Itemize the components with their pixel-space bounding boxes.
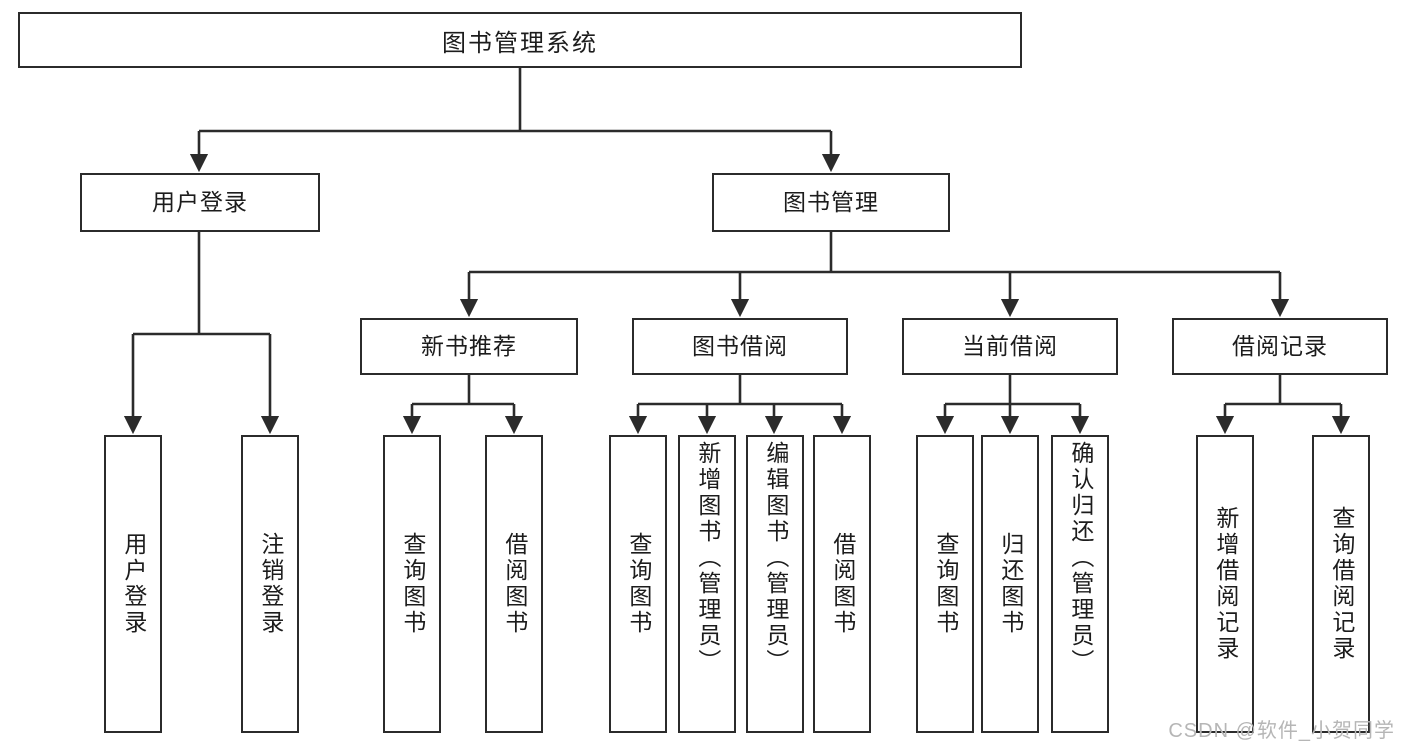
leaf-user-login-signin[interactable]: 用户登录 (104, 435, 162, 733)
node-book-borrow[interactable]: 图书借阅 (632, 318, 848, 375)
node-new-book-recommend-label: 新书推荐 (421, 332, 517, 359)
node-book-management-label: 图书管理 (783, 188, 879, 215)
node-current-borrow[interactable]: 当前借阅 (902, 318, 1118, 375)
leaf-current-confirm-return-admin[interactable]: 确认归还（管理员） (1051, 435, 1109, 733)
node-user-login[interactable]: 用户登录 (80, 173, 320, 232)
leaf-label: 查询图书 (399, 532, 426, 636)
node-new-book-recommend[interactable]: 新书推荐 (360, 318, 578, 375)
leaf-label: 用户登录 (120, 532, 147, 636)
leaf-current-query-book[interactable]: 查询图书 (916, 435, 974, 733)
node-book-management[interactable]: 图书管理 (712, 173, 950, 232)
leaf-borrow-query-book[interactable]: 查询图书 (609, 435, 667, 733)
leaf-recommend-query-book[interactable]: 查询图书 (383, 435, 441, 733)
node-book-borrow-label: 图书借阅 (692, 332, 788, 359)
watermark-text: CSDN @软件_小贺同学 (1168, 720, 1395, 742)
leaf-label: 查询图书 (932, 532, 959, 636)
leaf-label: 借阅图书 (501, 532, 528, 636)
leaf-label: 新增图书（管理员） (694, 441, 721, 675)
leaf-record-query-record[interactable]: 查询借阅记录 (1312, 435, 1370, 733)
leaf-record-add-record[interactable]: 新增借阅记录 (1196, 435, 1254, 733)
node-current-borrow-label: 当前借阅 (962, 332, 1058, 359)
node-user-login-label: 用户登录 (152, 188, 248, 215)
leaf-label: 新增借阅记录 (1212, 506, 1239, 662)
leaf-label: 归还图书 (997, 532, 1024, 636)
leaf-label: 借阅图书 (829, 532, 856, 636)
leaf-borrow-add-book-admin[interactable]: 新增图书（管理员） (678, 435, 736, 733)
leaf-label: 编辑图书（管理员） (762, 441, 789, 675)
node-borrow-record[interactable]: 借阅记录 (1172, 318, 1388, 375)
leaf-user-login-signout[interactable]: 注销登录 (241, 435, 299, 733)
leaf-label: 查询图书 (625, 532, 652, 636)
leaf-recommend-borrow-book[interactable]: 借阅图书 (485, 435, 543, 733)
node-root-label: 图书管理系统 (442, 29, 598, 57)
leaf-current-return-book[interactable]: 归还图书 (981, 435, 1039, 733)
leaf-label: 查询借阅记录 (1328, 506, 1355, 662)
leaf-borrow-borrow-book[interactable]: 借阅图书 (813, 435, 871, 733)
node-root[interactable]: 图书管理系统 (18, 12, 1022, 68)
node-borrow-record-label: 借阅记录 (1232, 332, 1328, 359)
leaf-label: 确认归还（管理员） (1067, 441, 1094, 675)
leaf-borrow-edit-book-admin[interactable]: 编辑图书（管理员） (746, 435, 804, 733)
leaf-label: 注销登录 (257, 532, 284, 636)
